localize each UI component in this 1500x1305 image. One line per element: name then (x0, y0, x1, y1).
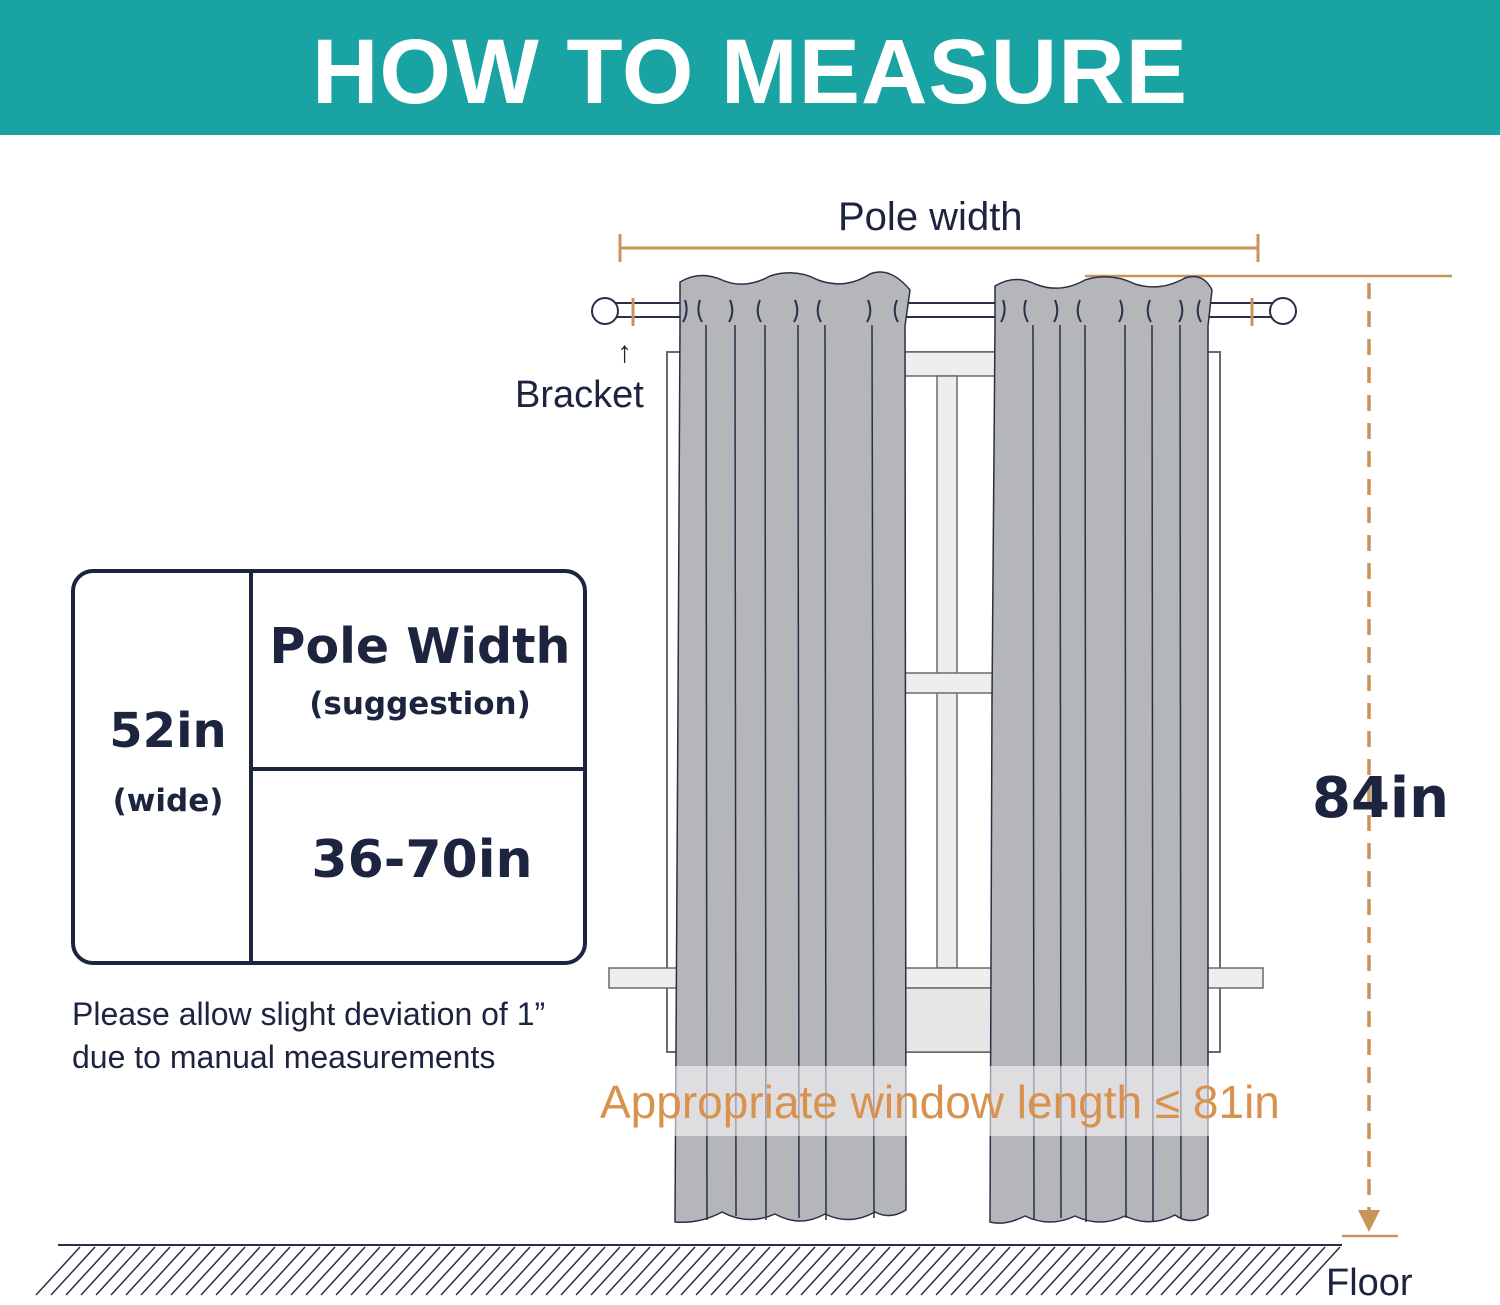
bracket-label: Bracket (515, 374, 644, 416)
pole-width-heading: Pole Width (269, 618, 571, 675)
floor-hatching (35, 1244, 1342, 1296)
note-line-2: due to manual measurements (72, 1039, 496, 1075)
bracket-arrow-icon: ↑ (617, 336, 632, 369)
total-length-label: 84in (1312, 766, 1449, 831)
floor-label: Floor (1326, 1262, 1413, 1304)
note-line-1: Please allow slight deviation of 1” (72, 996, 546, 1032)
pole-width-dimension (618, 234, 1260, 262)
width-caption: (wide) (112, 783, 224, 819)
window-length-backdrop (606, 1066, 1214, 1136)
size-table-dividers (249, 573, 583, 961)
page-title: HOW TO MEASURE (311, 21, 1189, 123)
total-length-dimension (1085, 274, 1452, 1238)
pole-width-caption: (suggestion) (309, 686, 531, 722)
size-table (71, 569, 587, 965)
pole-width-label: Pole width (838, 195, 1023, 239)
measurement-note: Please allow slight deviation of 1” due … (72, 993, 545, 1079)
width-value: 52in (109, 703, 227, 759)
window-length-note: Appropriate window length ≤ 81in (600, 1076, 1280, 1128)
header-banner: HOW TO MEASURE (0, 0, 1500, 135)
pole-width-range: 36-70in (311, 830, 533, 890)
